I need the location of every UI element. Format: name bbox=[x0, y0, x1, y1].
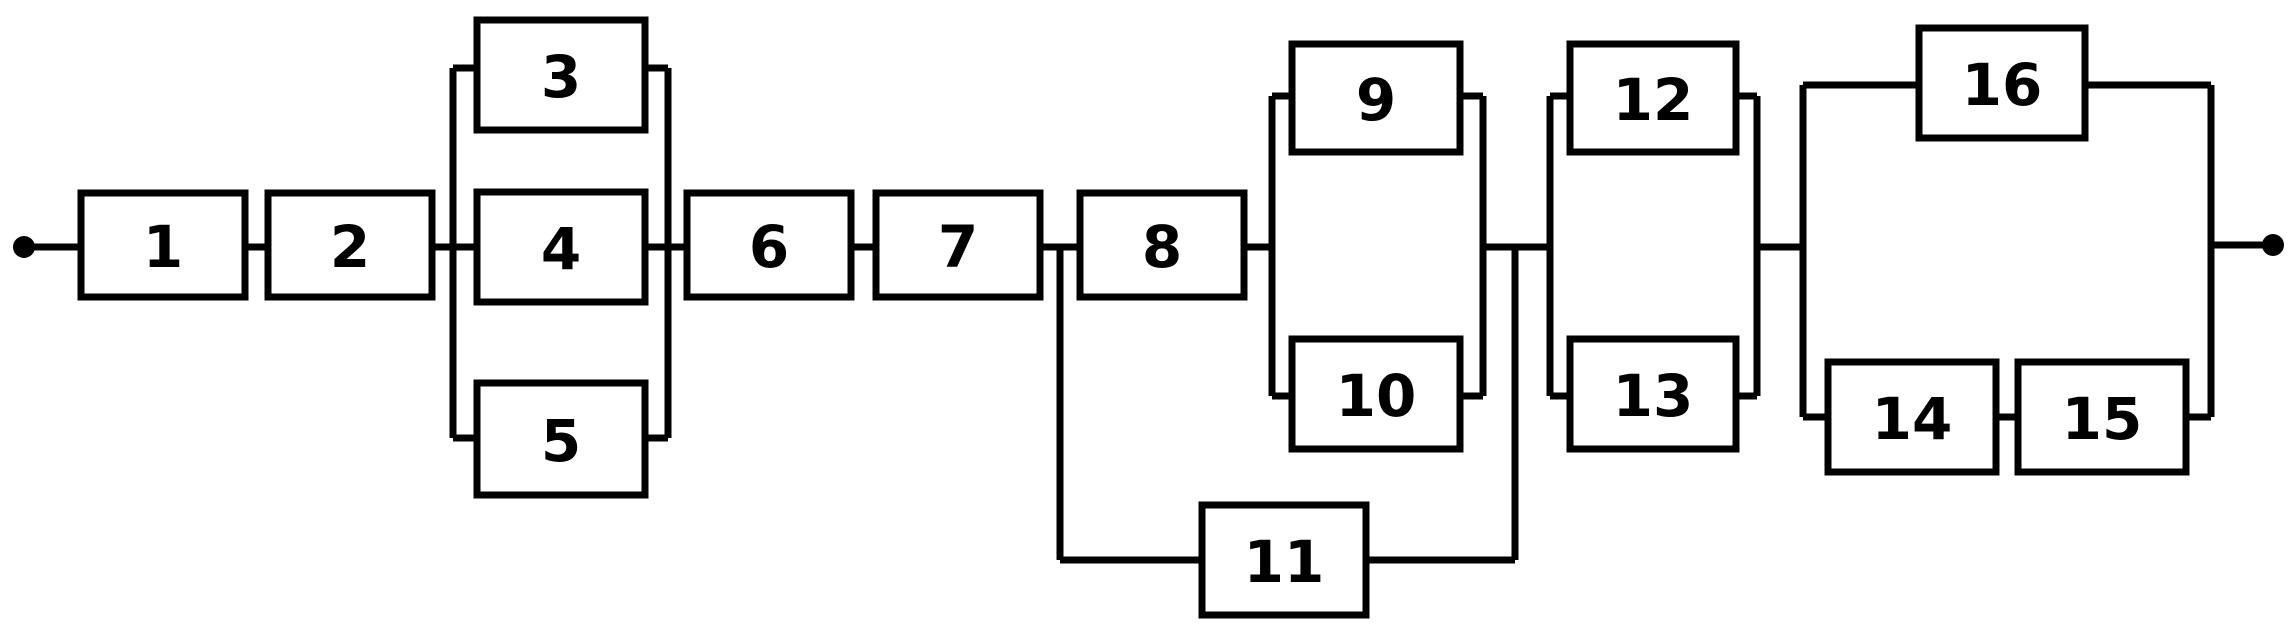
terminals-layer bbox=[13, 234, 2284, 258]
block-12[interactable]: 12 bbox=[1566, 40, 1740, 156]
block-11-rect[interactable] bbox=[1198, 501, 1370, 619]
block-2-rect[interactable] bbox=[264, 189, 436, 301]
block-11-label: 11 bbox=[1244, 528, 1325, 596]
block-4-label: 4 bbox=[541, 215, 581, 283]
block-9-label: 9 bbox=[1356, 66, 1396, 134]
block-16[interactable]: 16 bbox=[1915, 24, 2089, 142]
block-16-rect[interactable] bbox=[1915, 24, 2089, 142]
block-10-label: 10 bbox=[1336, 362, 1417, 430]
block-1[interactable]: 1 bbox=[77, 189, 249, 301]
block-8[interactable]: 8 bbox=[1076, 189, 1248, 301]
block-16-label: 16 bbox=[1962, 51, 2043, 119]
block-1-rect[interactable] bbox=[77, 189, 249, 301]
block-4[interactable]: 4 bbox=[473, 188, 649, 306]
block-15-rect[interactable] bbox=[2014, 358, 2190, 476]
block-7[interactable]: 7 bbox=[872, 189, 1044, 301]
block-2[interactable]: 2 bbox=[264, 189, 436, 301]
block-15-label: 15 bbox=[2062, 385, 2143, 453]
block-15[interactable]: 15 bbox=[2014, 358, 2190, 476]
block-12-rect[interactable] bbox=[1566, 40, 1740, 156]
wires-layer bbox=[24, 64, 2273, 564]
block-6-label: 6 bbox=[749, 213, 789, 281]
block-5-rect[interactable] bbox=[473, 379, 649, 499]
block-13-label: 13 bbox=[1613, 362, 1694, 430]
block-5[interactable]: 5 bbox=[473, 379, 649, 499]
block-14-label: 14 bbox=[1872, 385, 1953, 453]
block-3-rect[interactable] bbox=[473, 16, 649, 134]
block-14-rect[interactable] bbox=[1824, 358, 2000, 476]
block-10[interactable]: 10 bbox=[1288, 335, 1464, 453]
input-terminal[interactable] bbox=[13, 236, 35, 258]
block-7-label: 7 bbox=[938, 213, 978, 281]
block-3[interactable]: 3 bbox=[473, 16, 649, 134]
block-9-rect[interactable] bbox=[1288, 40, 1464, 156]
block-8-label: 8 bbox=[1142, 213, 1182, 281]
block-13-rect[interactable] bbox=[1566, 335, 1740, 453]
output-terminal[interactable] bbox=[2262, 234, 2284, 256]
block-10-rect[interactable] bbox=[1288, 335, 1464, 453]
block-3-label: 3 bbox=[541, 43, 581, 111]
block-7-rect[interactable] bbox=[872, 189, 1044, 301]
block-11[interactable]: 11 bbox=[1198, 501, 1370, 619]
block-6[interactable]: 6 bbox=[683, 189, 855, 301]
block-6-rect[interactable] bbox=[683, 189, 855, 301]
block-9[interactable]: 9 bbox=[1288, 40, 1464, 156]
block-1-label: 1 bbox=[143, 213, 183, 281]
block-8-rect[interactable] bbox=[1076, 189, 1248, 301]
block-5-label: 5 bbox=[541, 407, 581, 475]
block-2-label: 2 bbox=[330, 213, 370, 281]
block-12-label: 12 bbox=[1613, 66, 1694, 134]
block-13[interactable]: 13 bbox=[1566, 335, 1740, 453]
block-14[interactable]: 14 bbox=[1824, 358, 2000, 476]
block-4-rect[interactable] bbox=[473, 188, 649, 306]
